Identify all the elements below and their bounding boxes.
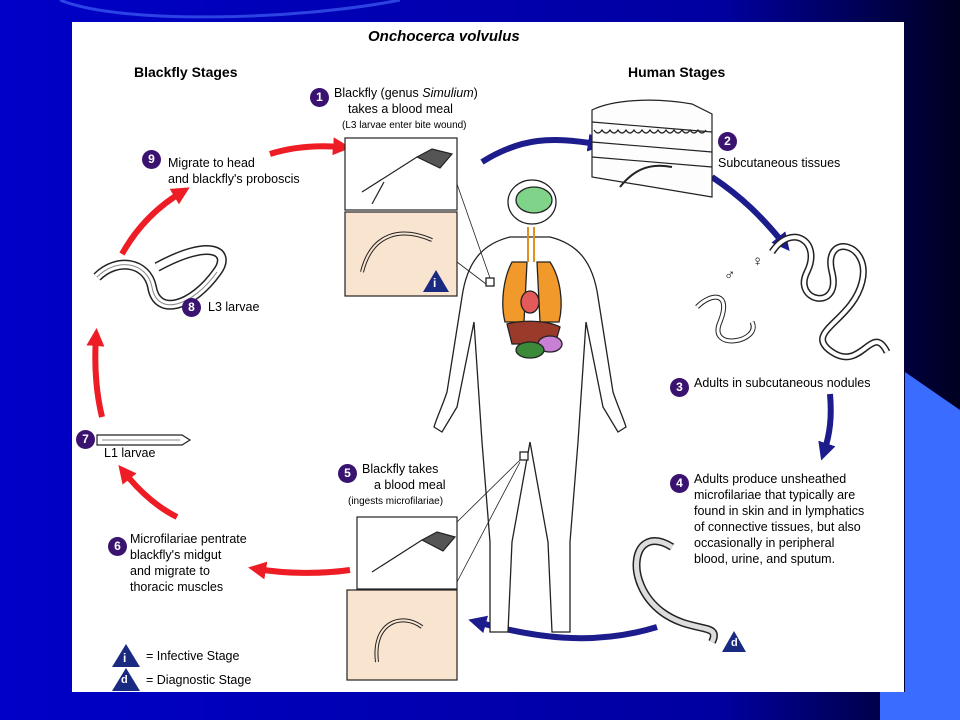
blackfly-inset-bottom	[346, 516, 458, 681]
step-2-label: Subcutaneous tissues	[718, 156, 841, 170]
l1-larva-illustration	[96, 434, 192, 446]
diagram-title: Onchocerca volvulus	[368, 28, 520, 45]
step-8-label: L3 larvae	[208, 300, 260, 314]
step-4-label-line4: of connective tissues, but also	[694, 520, 861, 534]
step-1-label-line1: Blackfly (genus Simulium)	[334, 86, 478, 100]
l3-larva-illustration	[93, 245, 227, 310]
step-number-5: 5	[338, 464, 357, 483]
arrow-1-to-2	[480, 133, 606, 165]
step-4-label-line6: blood, urine, and sputum.	[694, 552, 836, 566]
arrow-8-to-9	[119, 187, 190, 256]
human-stages-heading: Human Stages	[628, 64, 726, 80]
human-body-illustration	[433, 179, 627, 633]
diagnostic-legend-letter: d	[121, 674, 128, 686]
step-number-6: 6	[108, 537, 127, 556]
diagnostic-inset-letter: d	[731, 637, 738, 649]
diagnostic-legend-triangle	[112, 668, 140, 691]
arrow-3-to-4	[818, 393, 836, 461]
arrow-5-to-6	[248, 561, 351, 580]
step-number-4: 4	[670, 474, 689, 493]
blackfly-inset-top	[344, 137, 458, 297]
step-6-label-line4: thoracic muscles	[130, 580, 224, 594]
step-4-label-line5: occasionally in peripheral	[694, 536, 835, 550]
microfilaria-illustration	[632, 537, 718, 644]
arrow-9-to-1	[269, 137, 351, 157]
step-number-8: 8	[182, 298, 201, 317]
step-9-label-line2: and blackfly's proboscis	[168, 172, 300, 186]
step-number-9: 9	[142, 150, 161, 169]
diagnostic-legend-label: = Diagnostic Stage	[146, 673, 252, 687]
step-5-label-line2: a blood meal	[374, 478, 446, 492]
step-6-label-line3: and migrate to	[130, 564, 210, 578]
step-5-label-line1: Blackfly takes	[362, 462, 439, 476]
step-number-3: 3	[670, 378, 689, 397]
step-number-2: 2	[718, 132, 737, 151]
step-5-note: (ingests microfilariae)	[348, 496, 444, 507]
infective-inset-letter: i	[433, 276, 437, 290]
arrow-2-to-3	[710, 174, 790, 251]
infective-legend-label: = Infective Stage	[146, 649, 240, 663]
connector-line-top	[456, 183, 491, 285]
step-9-label-line1: Migrate to head	[168, 156, 255, 170]
step-1-note: (L3 larvae enter bite wound)	[342, 120, 467, 131]
infective-triangle-inset	[423, 270, 449, 292]
female-symbol: ♀	[752, 253, 764, 270]
step-4-label-line1: Adults produce unsheathed	[694, 472, 847, 486]
life-cycle-diagram	[86, 99, 891, 691]
step-number-1: 1	[310, 88, 329, 107]
infective-legend-triangle	[112, 644, 140, 667]
connector-line-bottom	[456, 459, 521, 583]
step-3-label: Adults in subcutaneous nodules	[694, 376, 871, 390]
adult-worms-illustration	[695, 233, 891, 361]
skin-block-illustration	[591, 99, 713, 198]
accent-bar	[880, 372, 960, 720]
step-7-label: L1 larvae	[104, 446, 156, 460]
step-6-label-line2: blackfly's midgut	[130, 548, 222, 562]
diagram-panel: Onchocerca volvulus Blackfly Stages Huma…	[72, 22, 904, 692]
step-number-7: 7	[76, 430, 95, 449]
male-symbol: ♂	[724, 267, 736, 284]
step-4-label-line2: microfilariae that typically are	[694, 488, 856, 502]
infective-legend-letter: i	[123, 651, 127, 665]
arrow-6-to-7	[118, 464, 179, 520]
step-4-label-line3: found in skin and in lymphatics	[694, 504, 865, 518]
blackfly-stages-heading: Blackfly Stages	[134, 64, 238, 80]
arrow-7-to-8	[86, 328, 105, 418]
diagnostic-triangle-inset	[722, 631, 746, 652]
step-1-label-line2: takes a blood meal	[348, 102, 453, 116]
step-6-label-line1: Microfilariae pentrate	[130, 532, 247, 546]
